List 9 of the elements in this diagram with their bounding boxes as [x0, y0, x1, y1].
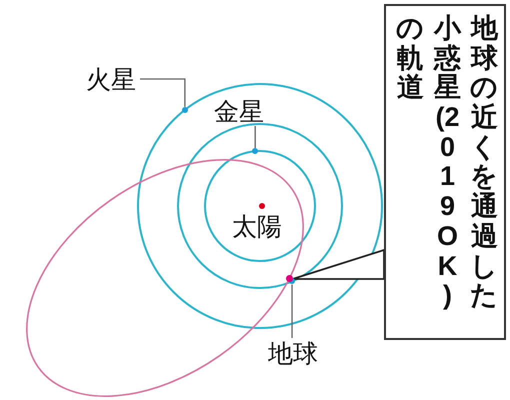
- callout-box: [384, 4, 506, 340]
- callout-text: 地球の近くを通過した小惑星(2019OK)の軌道: [397, 14, 498, 312]
- planet-label: 地球: [264, 338, 322, 368]
- leader-line: [254, 126, 256, 148]
- callout-pointer: [292, 248, 385, 280]
- planet-label: 金星: [210, 96, 268, 126]
- leader-line: [140, 78, 186, 107]
- planet-label: 火星: [82, 64, 140, 94]
- sun-label: 太陽: [232, 214, 282, 239]
